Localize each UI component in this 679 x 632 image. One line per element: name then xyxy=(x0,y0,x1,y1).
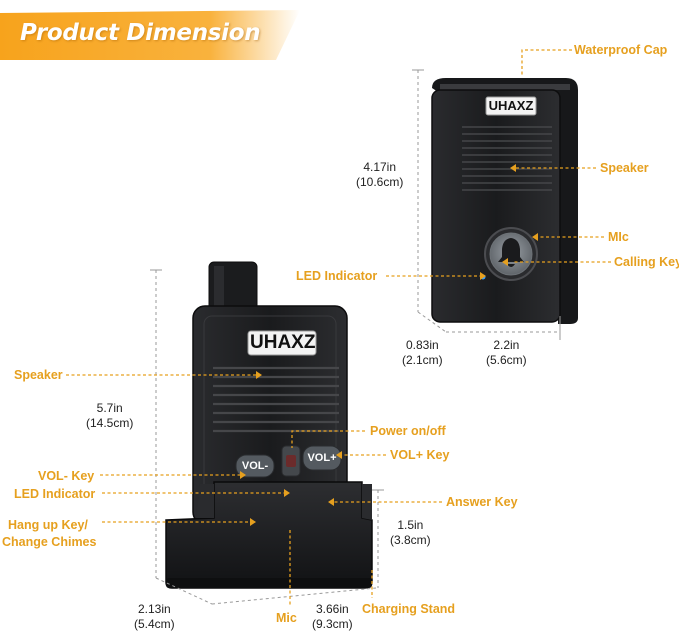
label-indoor-speaker: Speaker xyxy=(14,368,63,382)
label-indoor-led: LED Indicator xyxy=(14,487,96,501)
charging-stand xyxy=(165,481,373,589)
label-hangup-key: Hang up Key/ xyxy=(8,518,88,532)
dim-stand-width: 3.66in(9.3cm) xyxy=(312,602,353,631)
label-power: Power on/off xyxy=(370,424,446,438)
label-indoor-mic: Mic xyxy=(276,611,297,625)
dim-stand-height: 1.5in(3.8cm) xyxy=(390,518,431,547)
dim-outdoor-height: 4.17in(10.6cm) xyxy=(356,160,404,189)
label-vol-plus: VOL+ Key xyxy=(390,448,450,462)
vol-plus-button: VOL+ xyxy=(307,452,337,464)
dim-stand-depth: 2.13in(5.4cm) xyxy=(134,602,175,631)
bell-icon xyxy=(498,238,524,267)
label-answer-key: Answer Key xyxy=(446,495,518,509)
label-outdoor-led: LED Indicator xyxy=(296,269,378,283)
outdoor-unit xyxy=(431,78,578,324)
label-vol-minus: VOL- Key xyxy=(38,469,95,483)
label-charging-stand: Charging Stand xyxy=(362,602,456,616)
label-outdoor-speaker: Speaker xyxy=(600,161,649,175)
dim-indoor-height: 5.7in(14.5cm) xyxy=(86,401,134,430)
dim-outdoor-depth: 0.83in(2.1cm) xyxy=(402,338,443,367)
label-change-chimes: Change Chimes xyxy=(2,535,97,549)
outdoor-brand-logo: UHAXZ xyxy=(488,98,534,113)
indoor-brand-logo: UHAXZ xyxy=(250,332,316,353)
vol-minus-button: VOL- xyxy=(241,460,269,472)
title-banner xyxy=(0,10,300,60)
label-calling-key: Calling Key xyxy=(614,255,679,269)
page-title: Product Dimension xyxy=(20,20,261,46)
label-waterproof-cap: Waterproof Cap xyxy=(574,43,668,57)
dim-outdoor-width: 2.2in(5.6cm) xyxy=(486,338,527,367)
label-outdoor-mic: MIc xyxy=(608,230,629,244)
